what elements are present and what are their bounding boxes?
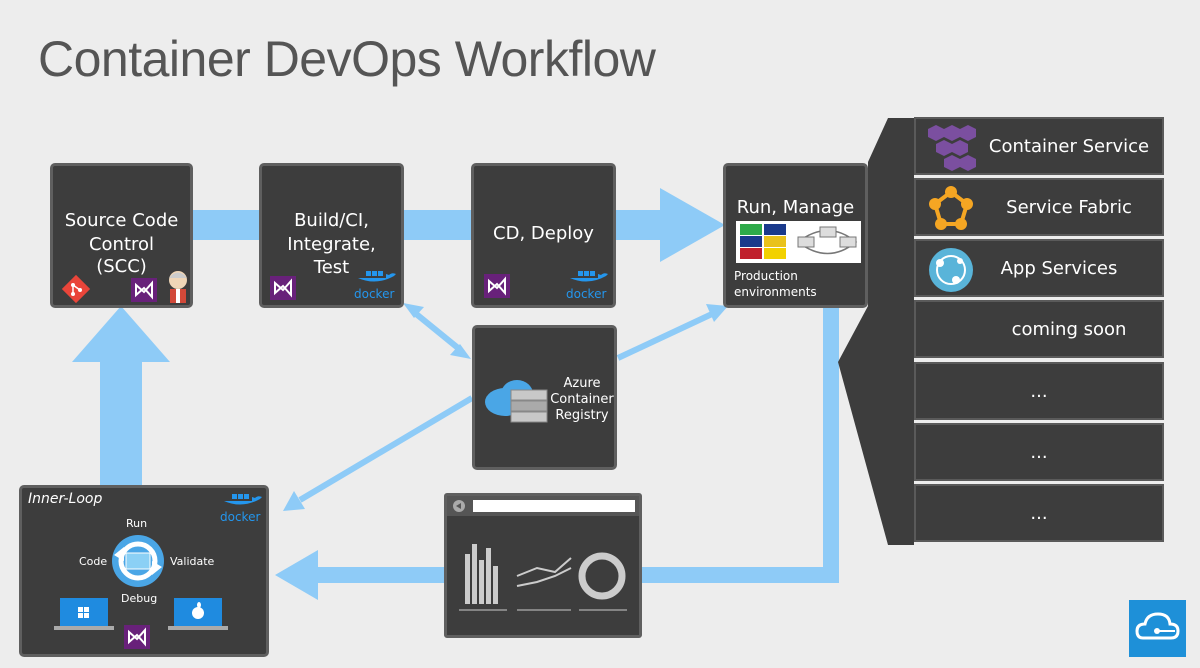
monitor-loop-line xyxy=(640,308,839,583)
windows-laptop-icon xyxy=(54,598,114,630)
build-box: Build/CI, Integrate, Test docker xyxy=(259,163,404,308)
app-services-icon xyxy=(929,248,973,292)
visual-studio-icon xyxy=(131,278,157,302)
service-label: Container Service xyxy=(988,135,1150,157)
service-row-service-fabric[interactable]: Service Fabric xyxy=(914,178,1164,236)
run-sub2: environments xyxy=(734,285,817,299)
loop-run-label: Run xyxy=(126,517,148,530)
container-service-icon xyxy=(928,125,976,171)
scc-sub: (SCC) xyxy=(96,256,147,277)
loop-debug-label: Debug xyxy=(121,592,158,605)
build-line3: Test xyxy=(313,257,350,278)
acr-inner-line xyxy=(298,395,474,503)
page-title: Container DevOps Workflow xyxy=(38,31,656,87)
acr-line2: Container xyxy=(550,392,614,407)
jenkins-icon xyxy=(169,271,187,303)
service-label: coming soon xyxy=(1011,318,1127,340)
dev-cycle-icon xyxy=(112,535,164,587)
monitoring-dashboard xyxy=(444,493,642,638)
service-row-more: ... xyxy=(914,362,1164,420)
loop-validate-label: Validate xyxy=(170,555,215,568)
service-row-coming-soon: coming soon xyxy=(914,300,1164,358)
build-line1: Build/CI, xyxy=(294,210,369,231)
run-manage-label: Run, Manage xyxy=(736,197,855,218)
scc-box: Source Code Control (SCC) xyxy=(50,163,193,308)
build-acr-line xyxy=(413,310,460,351)
service-label: ... xyxy=(1030,380,1048,402)
up-arrow-body xyxy=(100,360,142,488)
production-environment-icon xyxy=(736,221,861,263)
visual-studio-icon xyxy=(270,276,296,300)
docker-whale-icon xyxy=(358,271,396,282)
feedback-arrow-body xyxy=(305,567,445,583)
service-row-more: ... xyxy=(914,423,1164,481)
acr-line3: Registry xyxy=(555,408,609,423)
build-line2: Integrate, xyxy=(287,234,376,255)
docker-label: docker xyxy=(220,510,261,524)
inner-loop-box: Inner-Loop docker Run Code Validate Debu… xyxy=(19,485,269,657)
service-label: ... xyxy=(1030,502,1048,524)
apple-laptop-icon xyxy=(168,598,228,630)
service-label: App Services xyxy=(1000,257,1118,279)
docker-whale-icon xyxy=(224,494,262,505)
cd-box: CD, Deploy docker xyxy=(471,163,616,308)
service-label: Service Fabric xyxy=(1006,196,1132,218)
service-row-app-services[interactable]: App Services xyxy=(914,239,1164,297)
container-registry-icon xyxy=(485,380,548,423)
service-row-container-service[interactable]: Container Service xyxy=(914,117,1164,175)
services-panel: Container Service Service Fabric App Ser… xyxy=(914,117,1164,547)
feedback-arrowhead xyxy=(275,550,318,600)
service-label: ... xyxy=(1030,441,1048,463)
visual-studio-icon xyxy=(484,274,510,298)
docker-whale-icon xyxy=(570,271,608,282)
docker-label: docker xyxy=(566,287,607,301)
up-arrow-head xyxy=(72,306,170,362)
service-row-more: ... xyxy=(914,484,1164,542)
scc-line2: Control xyxy=(88,234,155,255)
acr-box: Azure Container Registry xyxy=(472,325,617,470)
visual-studio-icon xyxy=(124,625,150,649)
azure-cloud-logo-icon xyxy=(1129,600,1186,657)
docker-label: docker xyxy=(354,287,395,301)
acr-run-line xyxy=(616,311,714,361)
git-icon xyxy=(61,274,91,304)
dashboard-charts-icon xyxy=(447,496,639,611)
inner-loop-title: Inner-Loop xyxy=(28,491,103,507)
loop-code-label: Code xyxy=(79,555,108,568)
service-fabric-icon xyxy=(929,186,973,230)
run-sub1: Production xyxy=(734,269,798,283)
main-flow-arrowhead xyxy=(660,188,725,262)
cd-label: CD, Deploy xyxy=(493,223,594,244)
panel-connector xyxy=(838,118,914,545)
scc-line1: Source Code xyxy=(64,210,179,231)
run-manage-box: Run, Manage Production environments xyxy=(723,163,868,308)
acr-line1: Azure xyxy=(563,376,601,391)
